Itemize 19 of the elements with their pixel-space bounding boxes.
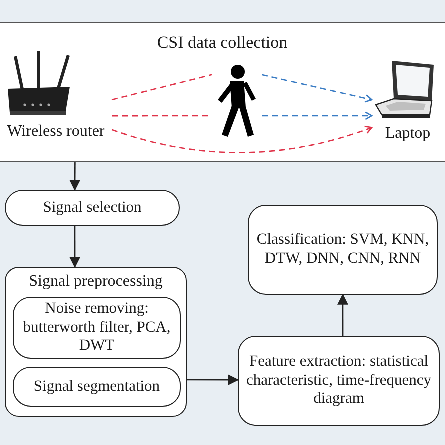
process-box: Noise removing: butterworth filter, PCA, DWT — [13, 297, 181, 359]
dashed-line — [112, 74, 212, 101]
dashed-arrow — [112, 126, 373, 154]
arrow — [70, 162, 81, 192]
dashed-arrow — [262, 112, 373, 120]
dashed-arrow — [262, 74, 373, 103]
process-box: Classification: SVM, KNN, DTW, DNN, CNN, RNN — [248, 205, 438, 295]
process-box: Signal selection — [5, 190, 180, 226]
device-label: Wireless router — [6, 123, 106, 141]
group-box — [5, 267, 187, 417]
process-box: Feature extraction: statistical characteristic, time-frequency diagram — [238, 336, 440, 426]
arrow — [338, 294, 348, 336]
box-heading: Signal preprocessing — [28, 273, 164, 291]
panel — [0, 22, 445, 162]
arrow — [187, 374, 240, 386]
panel-title: CSI data collection — [156, 33, 289, 53]
process-box: Signal segmentation — [13, 367, 181, 407]
device-label: Laptop — [384, 125, 432, 143]
arrow — [70, 226, 81, 268]
